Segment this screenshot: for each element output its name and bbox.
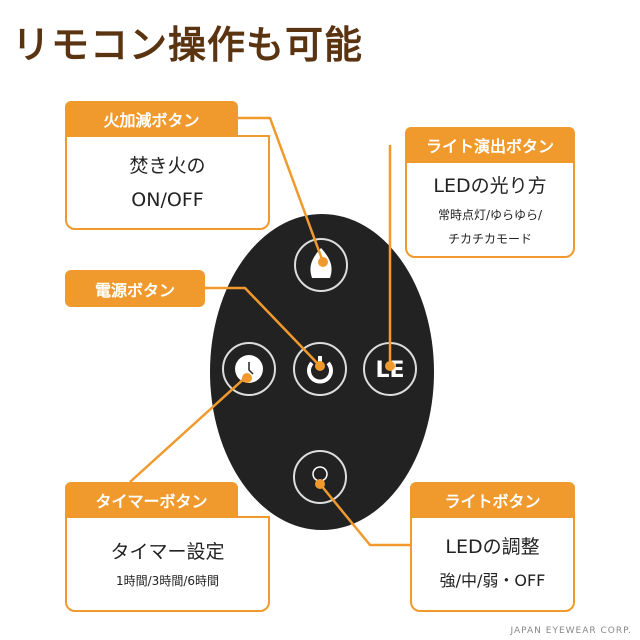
led-desc-line: チカチカモード bbox=[447, 231, 532, 246]
light-button-label: ライトボタン bbox=[410, 482, 575, 518]
light-desc-line: 強/中/弱・OFF bbox=[439, 571, 546, 590]
power-button-label: 電源ボタン bbox=[65, 270, 205, 307]
timer-description: タイマー設定 1時間/3時間/6時間 bbox=[65, 516, 270, 612]
led-description: LEDの光り方 常時点灯/ゆらゆら/ チカチカモード bbox=[405, 161, 575, 258]
timer-desc-line: タイマー設定 bbox=[110, 541, 225, 563]
fire-desc-line: ON/OFF bbox=[131, 188, 204, 211]
timer-button-label: タイマーボタン bbox=[65, 482, 238, 518]
led-desc-line: 常時点灯/ゆらゆら/ bbox=[437, 207, 543, 222]
power-icon bbox=[307, 361, 333, 384]
light-description: LEDの調整 強/中/弱・OFF bbox=[410, 516, 575, 612]
fire-description: 焚き火の ON/OFF bbox=[65, 135, 270, 230]
page-title: リモコン操作も可能 bbox=[12, 22, 364, 67]
timer-button bbox=[222, 342, 276, 396]
leader-lines bbox=[129, 116, 410, 547]
remote-body bbox=[210, 214, 434, 530]
fire-desc-line: 焚き火の bbox=[129, 154, 206, 177]
fire-button-label: 火加減ボタン bbox=[65, 101, 238, 137]
led-button-label: ライト演出ボタン bbox=[405, 127, 575, 163]
light-desc-line: LEDの調整 bbox=[445, 536, 540, 558]
led-desc-line: LEDの光り方 bbox=[433, 174, 547, 197]
timer-desc-line: 1時間/3時間/6時間 bbox=[116, 574, 219, 588]
fire-button bbox=[294, 238, 348, 292]
company-logo: JAPAN EYEWEAR CORP. bbox=[510, 626, 632, 636]
light-button bbox=[293, 450, 347, 504]
power-button bbox=[293, 342, 347, 396]
